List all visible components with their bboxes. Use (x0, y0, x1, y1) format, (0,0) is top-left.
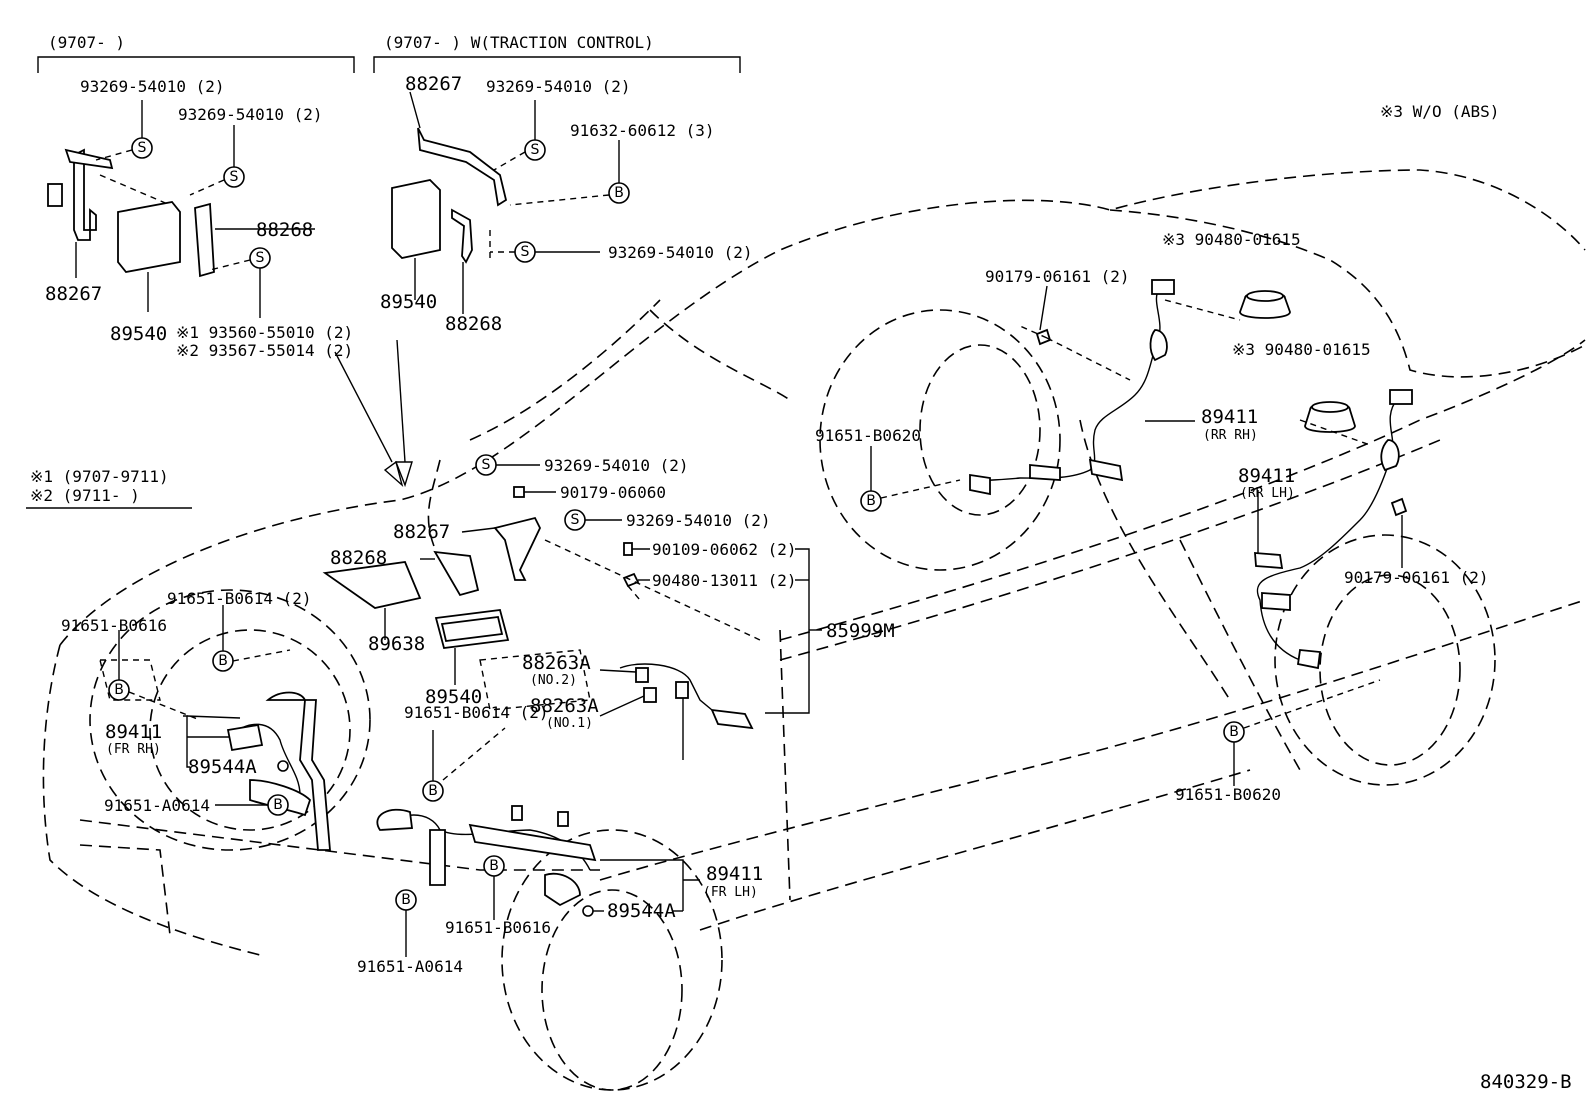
fastener-mark: S (571, 512, 580, 528)
label-l25: (NO.2) (530, 673, 577, 688)
label-l47: (RR LH) (1240, 486, 1295, 501)
label-l17: 88267 (393, 521, 450, 543)
label-l36: (FR LH) (703, 885, 758, 900)
label-l41: 90179-06161 (2) (985, 267, 1130, 286)
front-right-wheel-arch (89, 589, 371, 851)
label-l35: 89411 (706, 863, 763, 885)
rear-right-wheel-arch (819, 309, 1061, 571)
label-l13: 88268 (445, 313, 502, 335)
label-l32: 89544A (188, 756, 257, 778)
label-l45: 91651-B0620 (815, 426, 921, 445)
label-l16: 93269-54010 (2) (626, 511, 771, 530)
label-l21: 85999M (826, 620, 895, 642)
arrow-to-ecu-1 (334, 351, 404, 488)
center-parts: S S (322, 454, 822, 760)
label-l27: (NO.1) (546, 716, 593, 731)
label-l38: 91651-B0616 (445, 918, 551, 937)
left-group-parts: S S S (47, 100, 315, 318)
front-left-sensor: B B B (376, 727, 700, 957)
label-l05: 89540 (110, 323, 167, 345)
label-l14: 93269-54010 (2) (544, 456, 689, 475)
note-1: ※1 (9707-9711) (30, 467, 169, 486)
label-l18: 88268 (330, 547, 387, 569)
label-l37: 89544A (607, 900, 676, 922)
diagram-id: 840329-B (1480, 1071, 1572, 1093)
rear-right-sensor: B (860, 279, 1291, 512)
label-l04: 88267 (45, 283, 102, 305)
label-l46: 89411 (1238, 465, 1295, 487)
label-l11: 93269-54010 (2) (608, 243, 753, 262)
group-bracket-mid: (9707- ) W(TRACTION CONTROL) (373, 33, 741, 73)
label-l01: 93269-54010 (2) (80, 77, 225, 96)
fastener-mark: B (866, 493, 876, 509)
fastener-mark: B (614, 185, 624, 201)
vehicle-outline (42, 169, 1586, 1091)
rear-left-wheel-arch (1274, 534, 1496, 786)
fastener-mark: S (482, 457, 491, 473)
fastener-mark: B (401, 892, 411, 908)
fastener-mark: B (1229, 724, 1239, 740)
note-2: ※2 (9711- ) (30, 486, 140, 505)
label-l31: (FR RH) (106, 742, 161, 757)
label-l40: ※3 90480-01615 (1162, 230, 1301, 249)
fastener-mark: B (428, 783, 438, 799)
label-l49: 91651-B0620 (1175, 785, 1281, 804)
mid-group-parts: S B S (391, 91, 630, 314)
label-l06: ※1 93560-55010 (2) (176, 323, 353, 342)
label-l42: ※3 90480-01615 (1232, 340, 1371, 359)
label-l24: 88263A (522, 652, 591, 674)
label-l19: 90109-06062 (2) (652, 540, 797, 559)
label-l08: 88267 (405, 73, 462, 95)
fastener-mark: S (256, 250, 265, 266)
group-label-left: (9707- ) (48, 33, 125, 52)
group-bracket-left: (9707- ) (37, 33, 355, 73)
fastener-mark: S (521, 244, 530, 260)
rear-left-sensor: B (1223, 389, 1413, 786)
fastener-mark: B (489, 858, 499, 874)
note-3: ※3 W/O (ABS) (1380, 102, 1499, 121)
label-l26: 88263A (530, 695, 599, 717)
label-l12: 89540 (380, 291, 437, 313)
label-l29: 91651-B0616 (61, 616, 167, 635)
label-l44: (RR RH) (1203, 428, 1258, 443)
label-l20: 90480-13011 (2) (652, 571, 797, 590)
fastener-mark: B (114, 682, 124, 698)
label-l22: 89638 (368, 633, 425, 655)
label-l43: 89411 (1201, 406, 1258, 428)
label-l28: 91651-B0614 (2) (167, 589, 312, 608)
label-l34: 91651-B0614 (2) (404, 703, 549, 722)
fastener-mark: S (138, 140, 147, 156)
label-l10: 91632-60612 (3) (570, 121, 715, 140)
front-right-sensor: B B B (108, 605, 331, 851)
arrow-to-ecu-2 (394, 339, 413, 488)
label-l15: 90179-06060 (560, 483, 666, 502)
fastener-mark: S (230, 169, 239, 185)
fastener-mark: S (531, 142, 540, 158)
label-l33: 91651-A0614 (104, 796, 210, 815)
label-l48: 90179-06161 (2) (1344, 568, 1489, 587)
label-l23: 89540 (425, 686, 482, 708)
label-l07: ※2 93567-55014 (2) (176, 341, 353, 360)
group-label-mid: (9707- ) W(TRACTION CONTROL) (384, 33, 654, 52)
front-left-wheel-arch (501, 829, 723, 1091)
label-l30: 89411 (105, 721, 162, 743)
label-l03: 88268 (256, 219, 313, 241)
label-l02: 93269-54010 (2) (178, 105, 323, 124)
label-l09: 93269-54010 (2) (486, 77, 631, 96)
fastener-mark: B (218, 653, 228, 669)
fastener-mark: B (273, 797, 283, 813)
label-l39: 91651-A0614 (357, 957, 463, 976)
